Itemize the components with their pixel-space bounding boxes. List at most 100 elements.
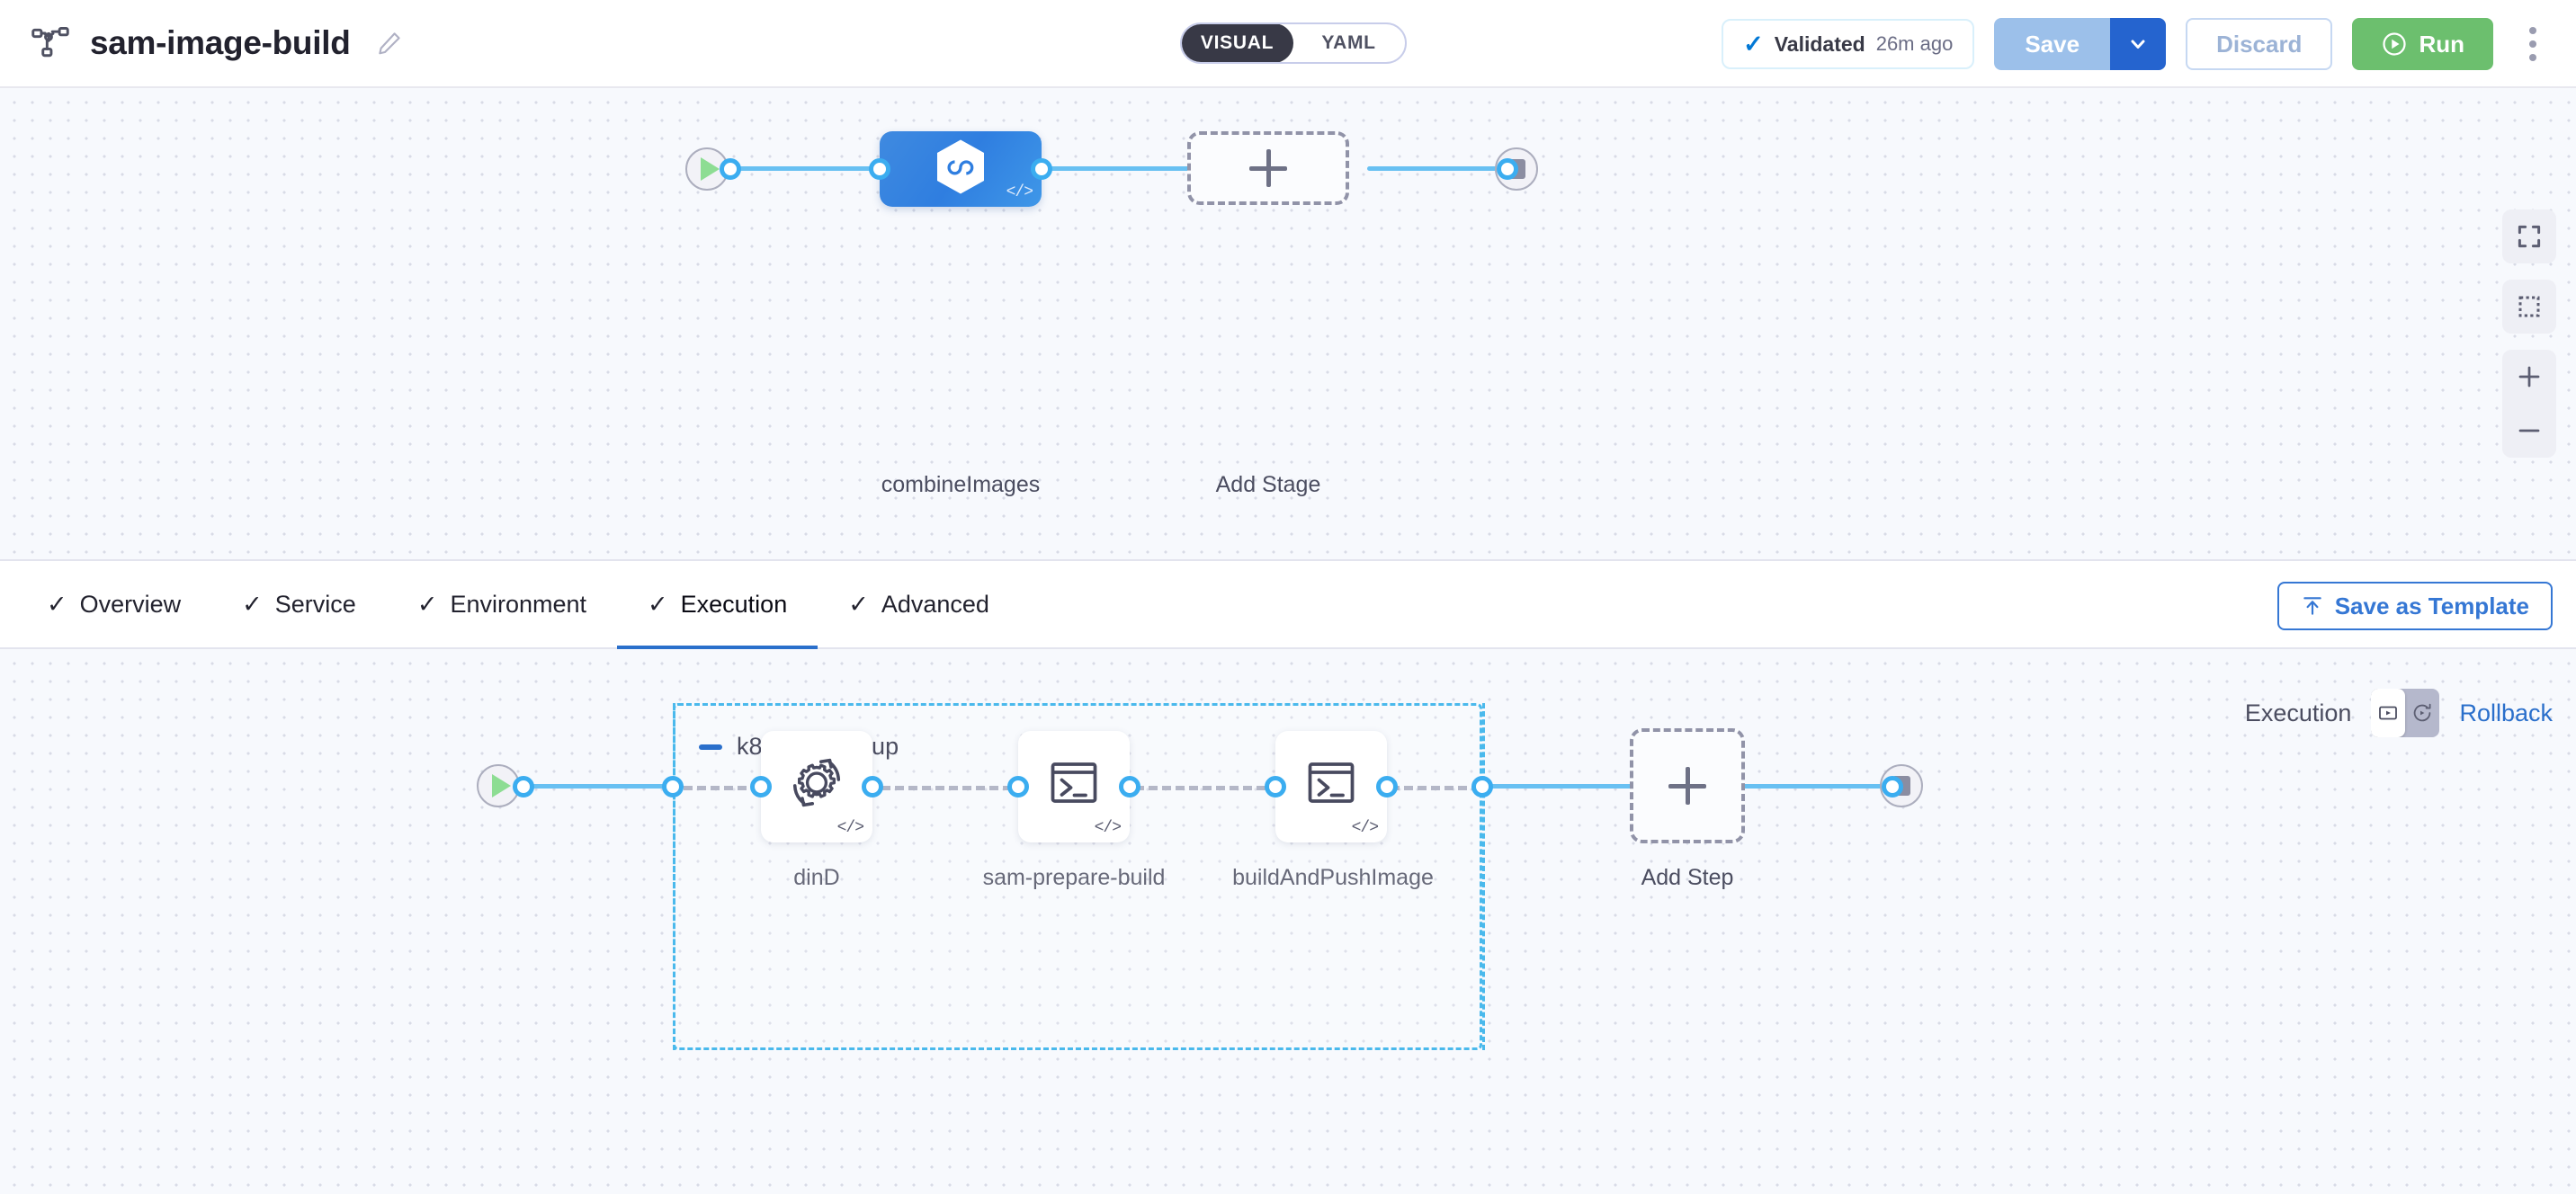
step-node-dind[interactable]: </> [761,731,872,842]
toggle-yaml[interactable]: YAML [1321,32,1376,53]
step-code-badge: </> [1094,819,1122,837]
connector-prepare-to-build [1135,786,1279,790]
execution-rollback-switch: Execution Rollback [2245,689,2553,737]
group-exit-port[interactable] [1471,776,1493,797]
fit-to-screen-button[interactable] [2502,209,2556,263]
save-dropdown-button[interactable] [2110,18,2167,70]
connector-build-to-groupend [1391,786,1480,790]
tab-label: Execution [680,590,788,618]
rollback-icon [2414,703,2431,722]
play-box-icon [2379,706,2398,720]
add-stage-label: Add Stage [1215,472,1321,497]
gear-refresh-icon [788,753,845,815]
page-title: sam-image-build [90,24,351,61]
validated-label: Validated [1774,31,1865,56]
discard-button[interactable]: Discard [2186,18,2333,70]
check-icon: ✓ [1743,30,1764,58]
connector-stage-to-addstage [1034,166,1259,171]
stage-start-port[interactable] [720,158,741,180]
upload-template-icon [2303,597,2321,615]
execution-view-label: Execution [2244,699,2352,726]
connector-addstep-to-end [1736,784,1898,789]
check-icon: ✓ [242,590,263,618]
stage-end-port[interactable] [1497,158,1518,180]
tab-execution[interactable]: ✓ Execution [617,559,818,651]
run-label: Run [2419,30,2464,58]
header-left-group: sam-image-build [0,23,403,63]
prepare-output-port[interactable] [1119,776,1140,797]
check-icon: ✓ [47,590,67,618]
check-icon: ✓ [848,590,869,618]
check-icon: ✓ [648,590,668,618]
connector-group-to-dind [684,786,774,790]
group-entry-port[interactable] [662,776,684,797]
stage-input-port[interactable] [869,158,890,180]
dind-output-port[interactable] [862,776,883,797]
selection-box-icon [2518,296,2540,317]
step-label-buildandpushimage: buildAndPushImage [1232,865,1434,890]
play-circle-icon [2383,32,2407,56]
stage-output-port[interactable] [1031,158,1052,180]
tab-label: Advanced [881,590,989,618]
steps-end-port[interactable] [1882,776,1903,797]
save-as-template-label: Save as Template [2334,592,2529,619]
stage-config-tabs: ✓ Overview ✓ Service ✓ Environment ✓ Exe… [0,559,2576,651]
toggle-execution-view[interactable] [2371,689,2406,737]
terminal-icon [1304,755,1358,814]
dind-input-port[interactable] [750,776,772,797]
toggle-visual[interactable]: VISUAL [1182,24,1293,62]
kebab-menu-icon[interactable] [2513,18,2553,70]
prepare-input-port[interactable] [1007,776,1029,797]
build-output-port[interactable] [1376,776,1398,797]
stage-node-label: combineImages [881,472,1041,497]
add-step-button[interactable] [1630,728,1745,843]
validated-timestamp: 26m ago [1875,32,1954,55]
connector-start-to-stage [729,166,890,171]
save-as-template-button[interactable]: Save as Template [2276,582,2553,630]
stage-start-node[interactable] [685,147,729,191]
stage-canvas[interactable]: </> combineImages Add Stage [0,88,2576,559]
stage-node-combineimages[interactable]: </> [880,131,1042,207]
save-button[interactable]: Save [1994,18,2111,70]
connector-start-to-group [522,784,684,789]
connector-dind-to-prepare [881,786,1025,790]
step-node-sam-prepare-build[interactable]: </> [1018,731,1130,842]
check-icon: ✓ [416,590,438,618]
tab-service[interactable]: ✓ Service [211,559,387,649]
steps-start-port[interactable] [513,776,534,797]
tab-label: Overview [79,590,182,618]
zoom-out-button[interactable] [2502,404,2556,458]
connector-addstage-to-end [1367,166,1511,171]
save-button-group[interactable]: Save [1994,18,2167,70]
execution-steps-canvas[interactable]: Execution Rollback [0,649,2576,1194]
tab-environment[interactable]: ✓ Environment [387,559,617,649]
status-badge-validated: ✓ Validated 26m ago [1722,19,1975,69]
rollback-link[interactable]: Rollback [2459,699,2553,726]
fit-to-screen-icon [2518,225,2541,248]
group-right-guide [1482,703,1485,1050]
toggle-rollback-view[interactable] [2405,689,2439,737]
visual-yaml-toggle[interactable]: VISUAL YAML [1180,22,1407,64]
minus-icon[interactable] [699,744,722,750]
build-input-port[interactable] [1265,776,1286,797]
canvas-controls [2502,209,2556,458]
view-toggle[interactable] [2371,689,2440,737]
terminal-icon [1047,755,1101,814]
stage-code-badge: </> [1006,183,1033,201]
pipeline-nodes-icon [31,27,69,58]
zoom-in-button[interactable] [2502,350,2556,404]
step-label-dind: dinD [793,865,840,890]
step-node-buildandpushimage[interactable]: </> [1275,731,1387,842]
selection-box-button[interactable] [2502,280,2556,334]
tab-advanced[interactable]: ✓ Advanced [818,559,1020,649]
connector-group-to-addstep [1482,784,1635,789]
add-stage-button[interactable] [1187,131,1349,205]
plus-icon [2518,366,2540,388]
pencil-icon[interactable] [376,30,403,57]
run-button[interactable]: Run [2352,18,2493,70]
tab-overview[interactable]: ✓ Overview [16,559,211,649]
harness-deploy-hexagon-icon [935,139,987,200]
play-icon [491,774,511,797]
step-code-badge: </> [1351,819,1379,837]
app-header: sam-image-build VISUAL YAML ✓ Validated … [0,0,2576,88]
